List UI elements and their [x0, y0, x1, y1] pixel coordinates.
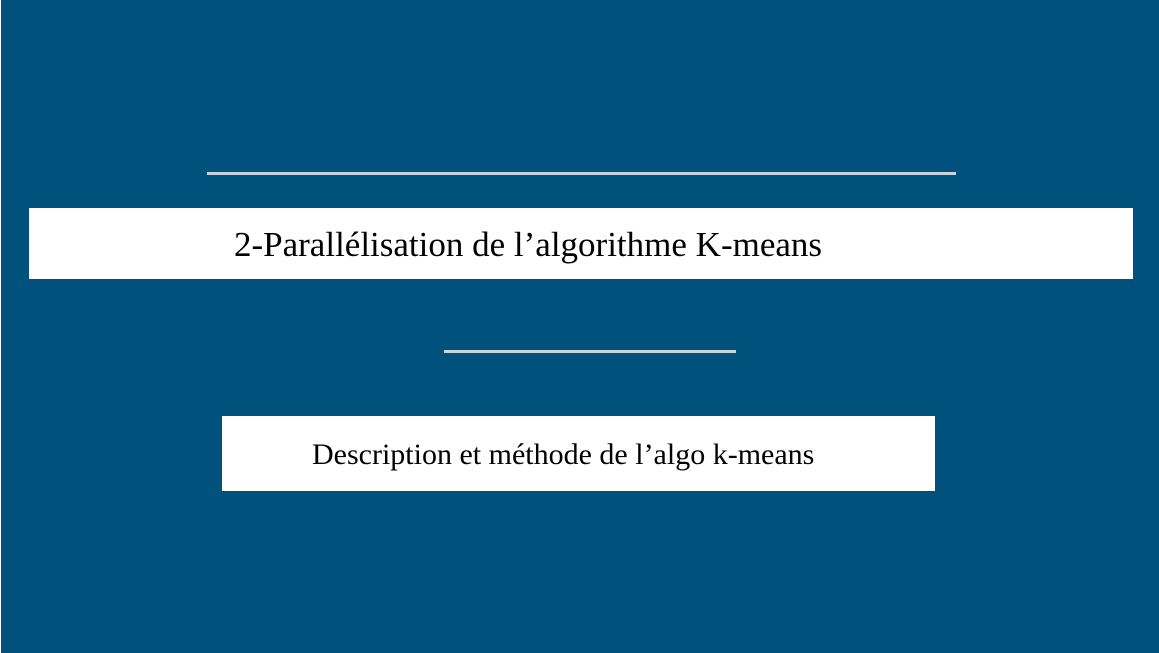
top-divider-line [207, 172, 956, 175]
middle-divider-line [444, 350, 736, 353]
slide-subtitle: Description et méthode de l’algo k-means [312, 438, 815, 471]
subtitle-box: Description et méthode de l’algo k-means [222, 416, 935, 491]
title-box: 2-Parallélisation de l’algorithme K-mean… [29, 208, 1133, 279]
slide-title: 2-Parallélisation de l’algorithme K-mean… [234, 225, 823, 264]
